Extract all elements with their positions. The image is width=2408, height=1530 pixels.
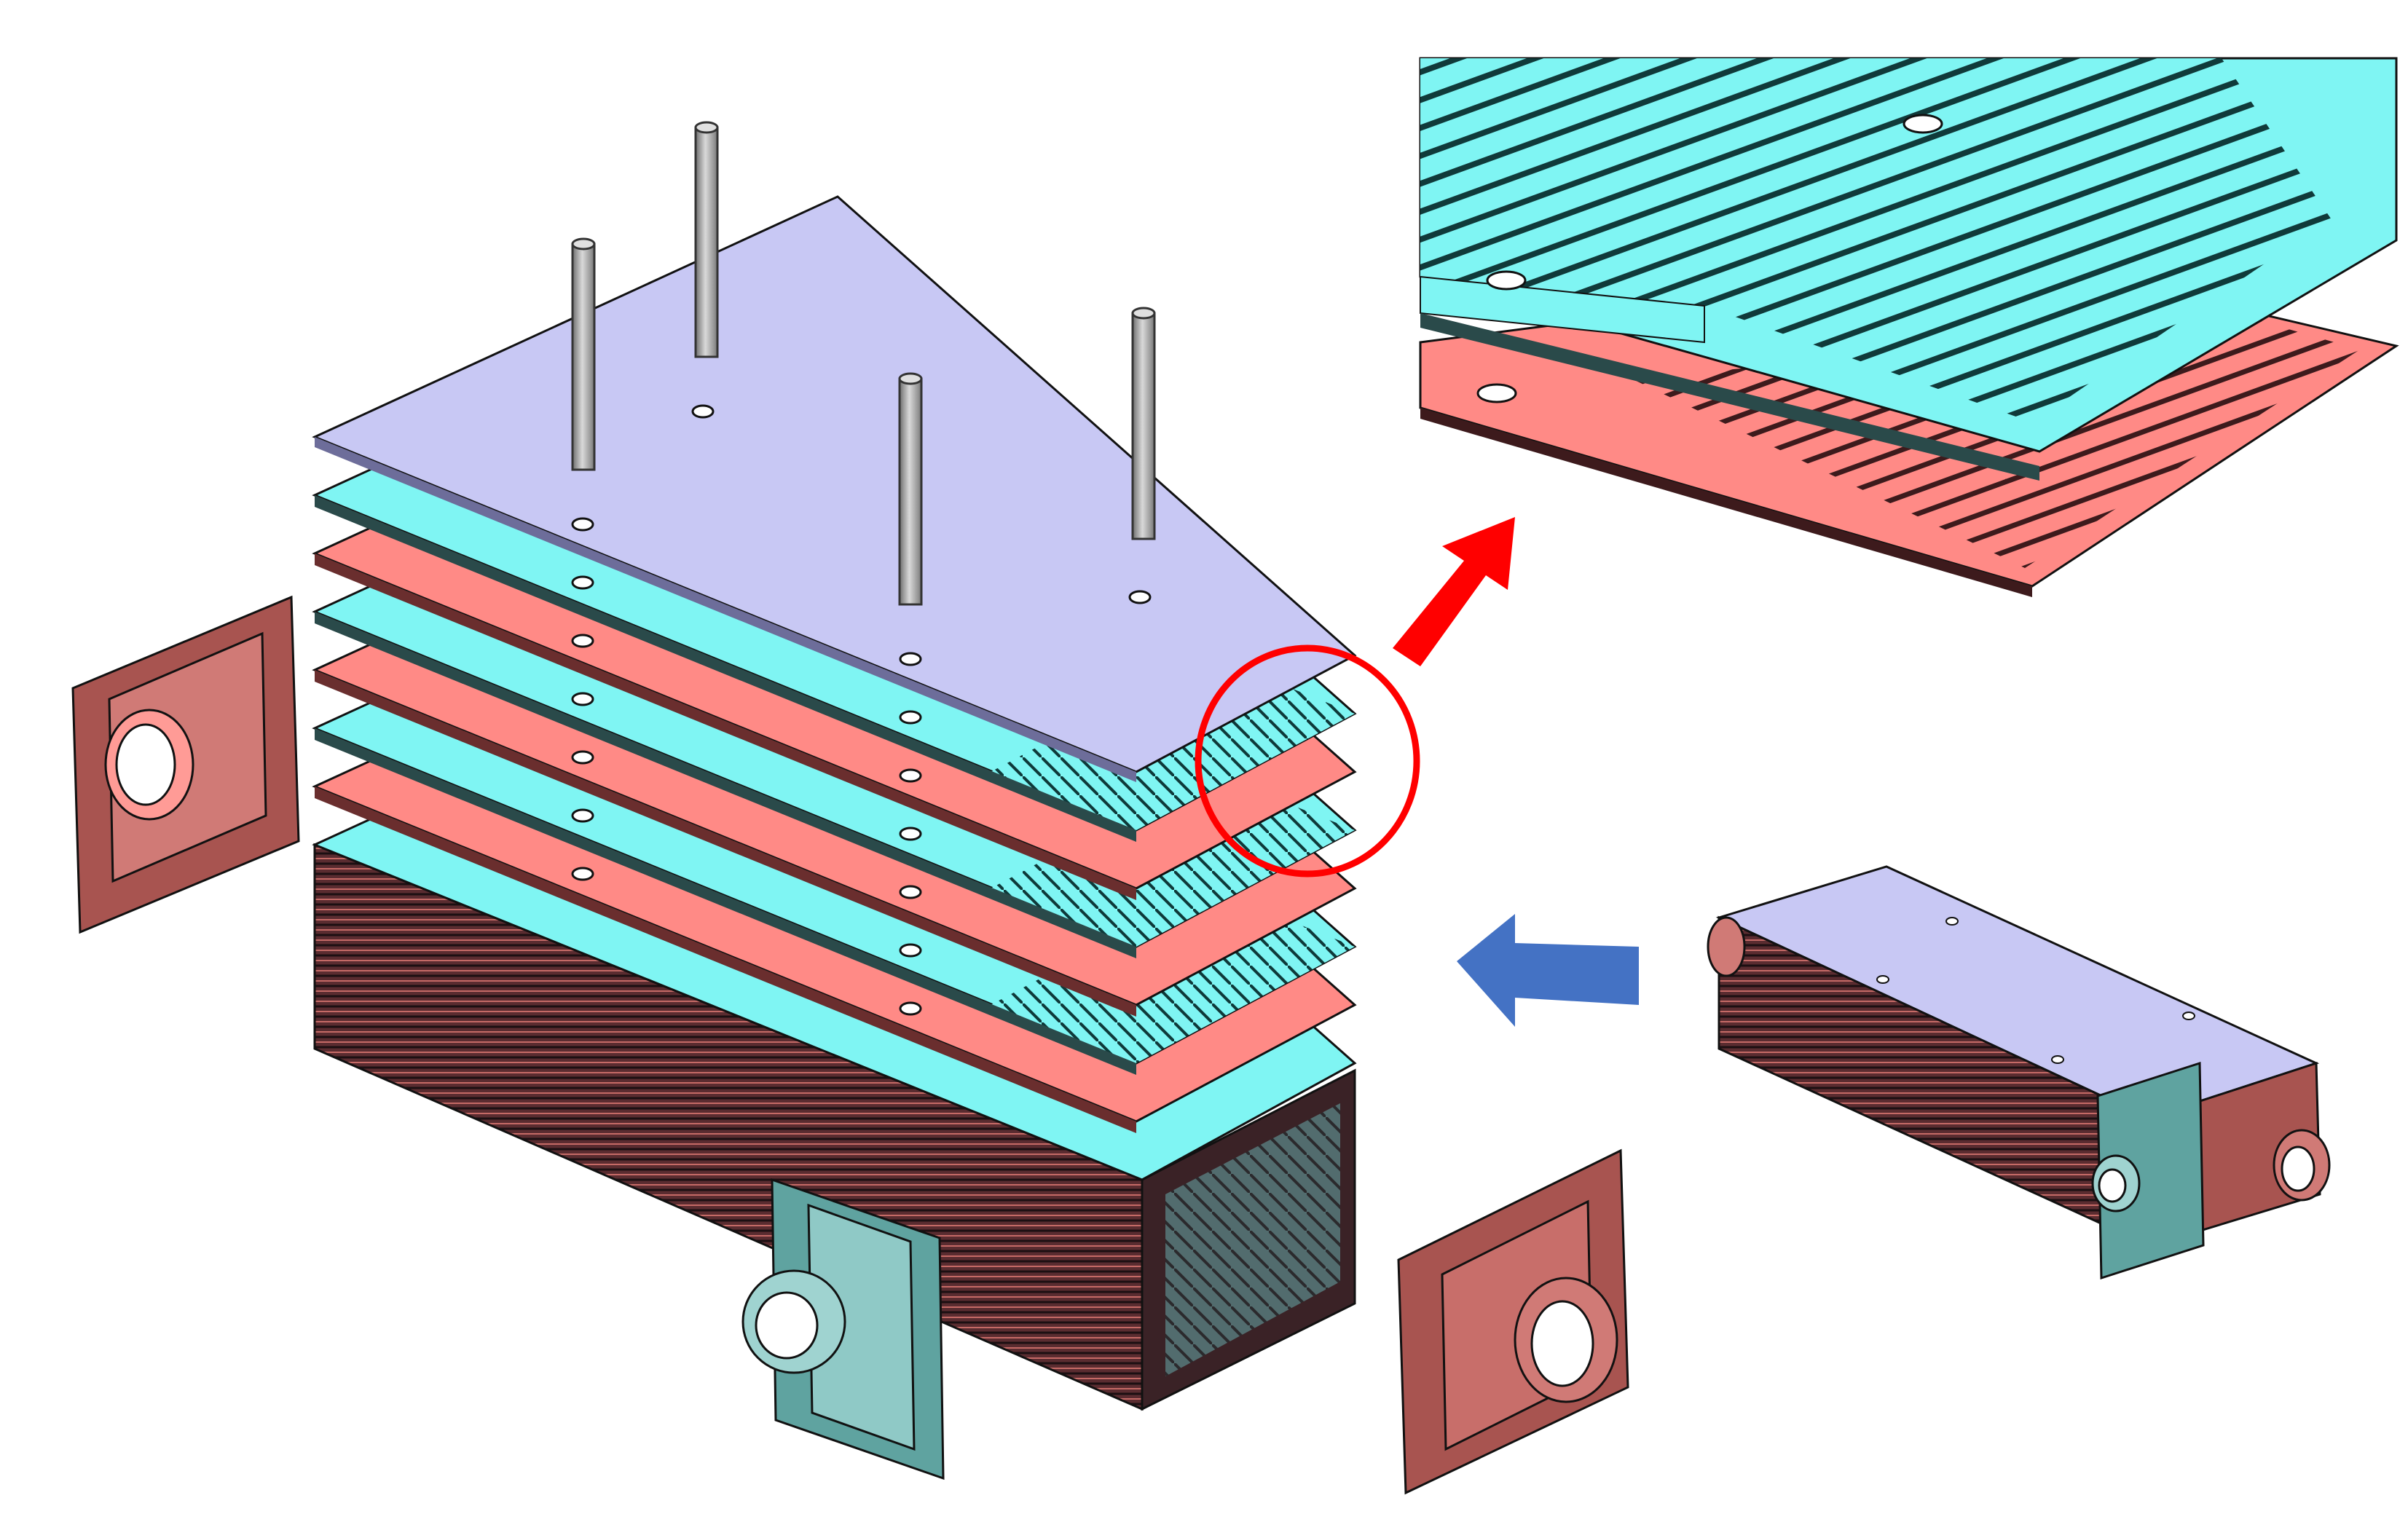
assembled-unit <box>1707 865 2331 1280</box>
header-fitting-bottom-cold <box>741 1178 945 1480</box>
rod-1 <box>571 237 596 471</box>
alignment-rods <box>571 121 1156 606</box>
exploded-plates <box>312 195 1357 1133</box>
zoom-hole-3 <box>1476 383 1517 403</box>
zoom-hole-2 <box>1486 270 1527 291</box>
header-fitting-bottom-hot <box>1397 1148 1629 1495</box>
zoom-hole-1 <box>1903 114 1943 134</box>
header-fitting-left <box>71 595 300 934</box>
zoom-inset <box>1419 57 2399 597</box>
rod-4 <box>1131 307 1156 540</box>
rod-2 <box>694 121 719 358</box>
plate-holes <box>571 404 1152 1016</box>
assembly-arrow-icon <box>1457 914 1639 1027</box>
rod-3 <box>898 372 923 606</box>
zoom-arrow-icon <box>1393 517 1515 666</box>
highlight-circle <box>1195 644 1420 878</box>
